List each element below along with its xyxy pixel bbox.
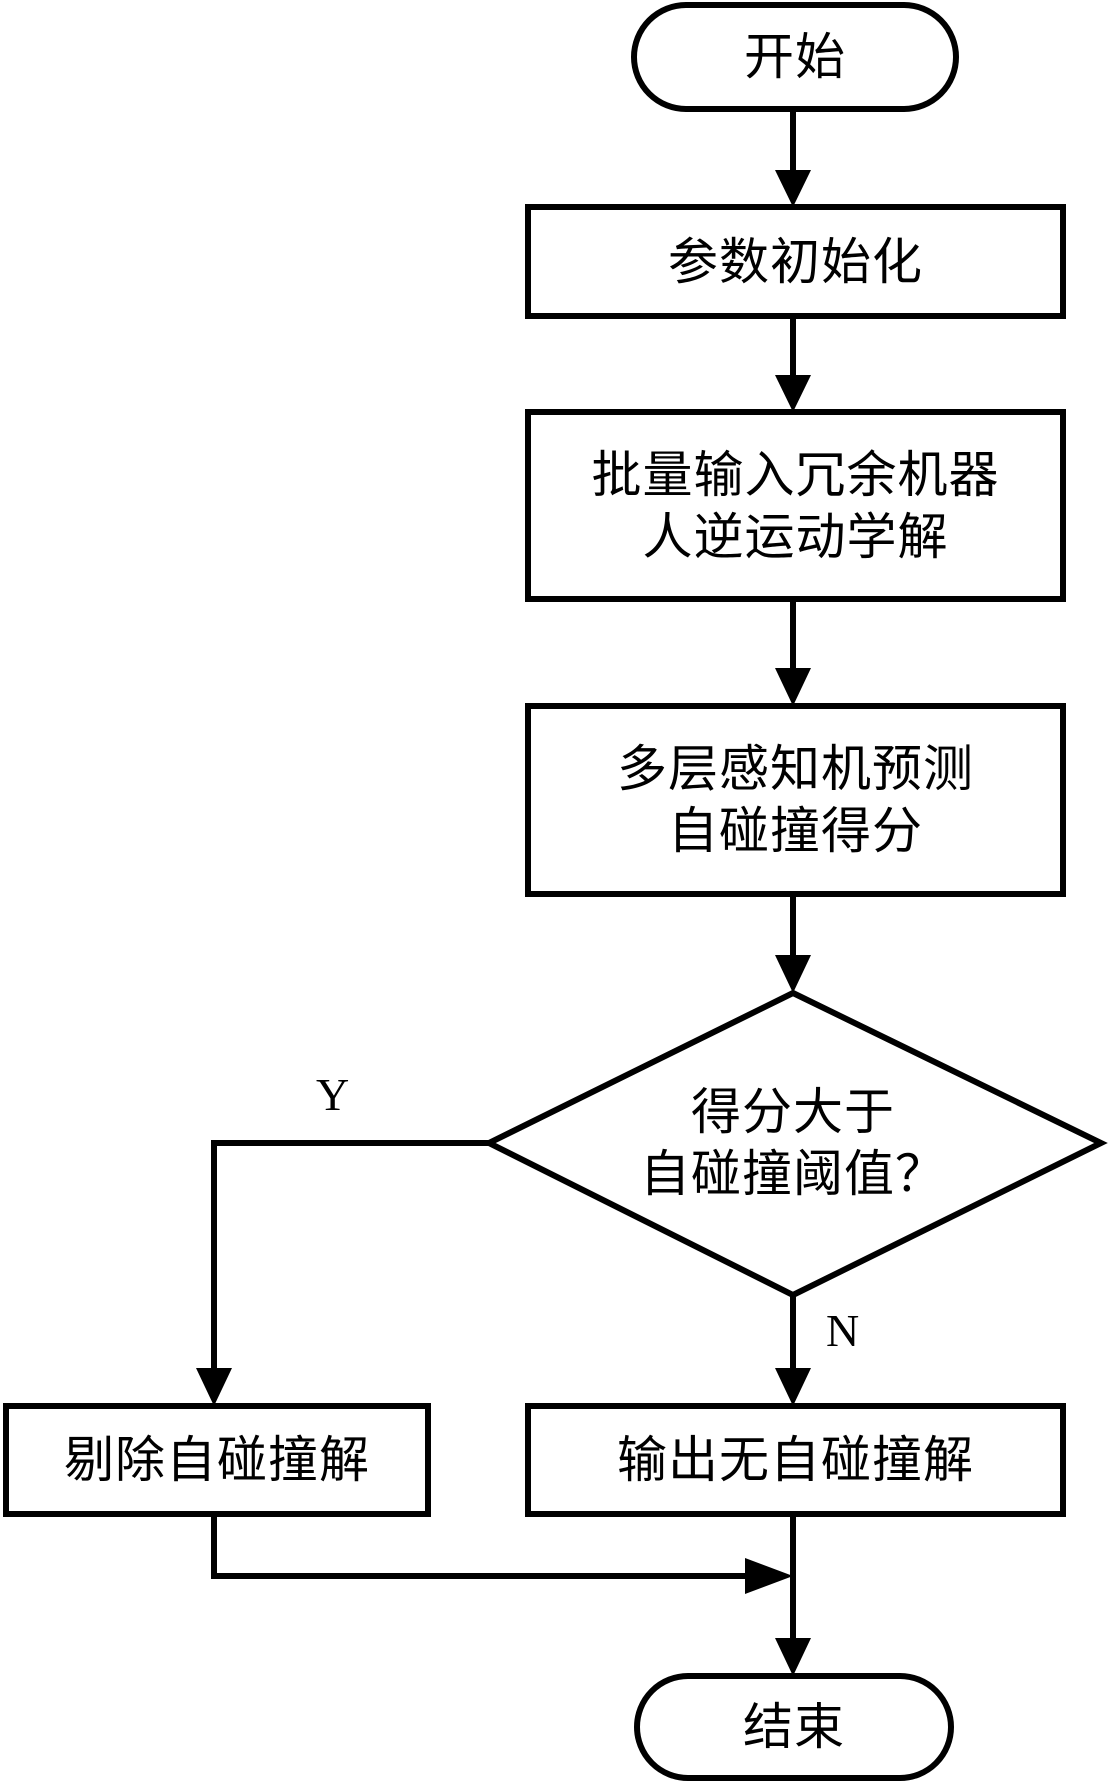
yes-label: Y	[316, 1069, 350, 1120]
arrowhead-end	[775, 1638, 811, 1676]
arrowhead-merge	[745, 1558, 793, 1594]
end-text: 结束	[743, 1698, 845, 1756]
connector-remove-merge	[211, 1514, 755, 1579]
end-label: 结束	[637, 1676, 951, 1778]
arrowhead-predict-decision	[775, 955, 811, 993]
step-output: 输出无自碰撞解	[528, 1406, 1063, 1514]
step-input-line-1: 批量输入冗余机器	[591, 445, 1000, 504]
decision-line-1: 得分大于	[691, 1083, 895, 1141]
start-label: 开始	[634, 5, 956, 109]
arrowhead-no	[775, 1368, 811, 1406]
step-predict: 多层感知机预测 自碰撞得分	[528, 706, 1063, 894]
step-output-line: 输出无自碰撞解	[617, 1431, 974, 1489]
step-predict-line-1: 多层感知机预测	[617, 740, 974, 798]
connector-yes	[211, 1140, 489, 1368]
start-text: 开始	[744, 28, 846, 86]
end-terminal	[634, 1673, 954, 1781]
arrowhead-input-predict	[775, 668, 811, 706]
step-input: 批量输入冗余机器 人逆运动学解	[528, 412, 1063, 599]
step-remove: 剔除自碰撞解	[6, 1406, 428, 1514]
step-remove-line: 剔除自碰撞解	[64, 1431, 370, 1489]
decision-line-2: 自碰撞阈值？	[640, 1145, 946, 1203]
step-init: 参数初始化	[528, 207, 1063, 316]
decision-text: 得分大于 自碰撞阈值？	[560, 1050, 1026, 1236]
arrowhead-yes	[196, 1368, 232, 1406]
no-label: N	[826, 1305, 860, 1356]
arrowhead-init-input	[775, 375, 811, 412]
arrowhead-start-init	[775, 170, 811, 207]
step-predict-line-2: 自碰撞得分	[668, 802, 923, 860]
step-input-line-2: 人逆运动学解	[642, 507, 949, 566]
step-init-line: 参数初始化	[668, 232, 923, 291]
